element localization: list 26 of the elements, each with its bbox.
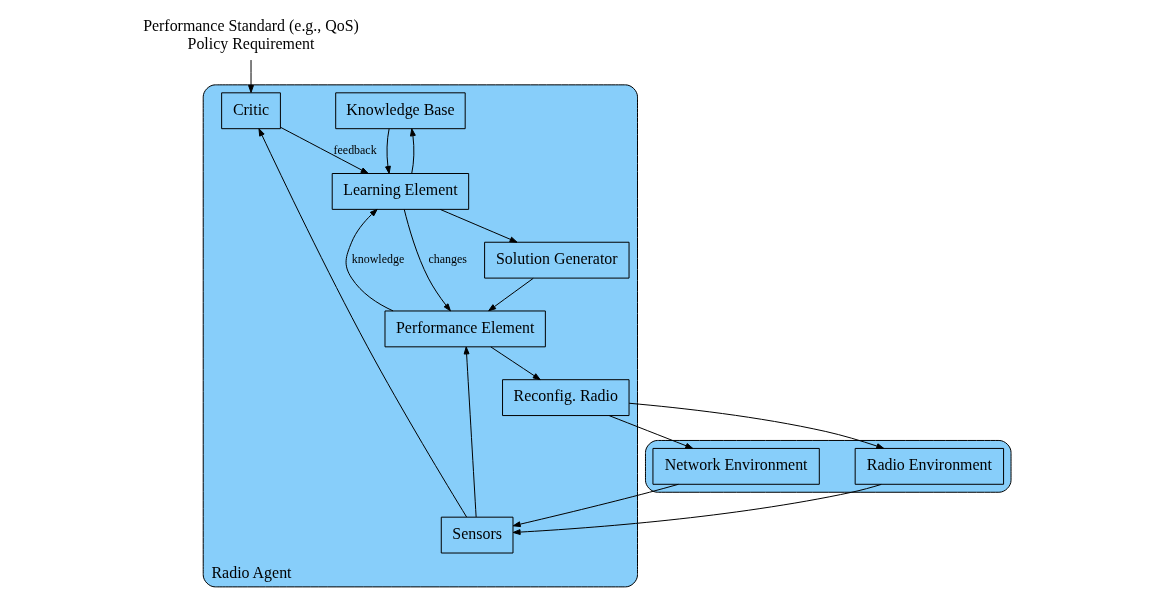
node-box: Knowledge Base: [334, 92, 466, 130]
arrow: [628, 402, 884, 449]
arrow: [487, 277, 534, 312]
node-box: Learning Element: [331, 173, 469, 210]
arrow: [489, 346, 541, 381]
arrow: [403, 209, 451, 312]
node-box: Solution Generator: [483, 241, 630, 279]
node-box: Network Environment: [651, 447, 820, 485]
arrow: [384, 128, 391, 174]
node-box: Critic: [220, 92, 281, 130]
arrow: [608, 415, 693, 449]
node-box: Reconfig. Radio: [501, 379, 630, 417]
cluster: [644, 439, 1012, 493]
edge-label: feedback: [333, 143, 377, 158]
arrow: [439, 208, 518, 243]
node-box: Sensors: [440, 516, 513, 554]
arrow: [247, 59, 254, 93]
arrow: [345, 208, 394, 312]
node-text: Performance Standard (e.g., QoS) Policy Requirement: [142, 16, 359, 52]
arrow: [463, 346, 477, 518]
edge-label: knowledge: [351, 252, 404, 267]
node-box: Performance Element: [384, 310, 546, 348]
arrow: [409, 128, 416, 174]
edge-label: changes: [428, 252, 467, 267]
node-box: Radio Environment: [854, 447, 1004, 485]
arrow: [279, 126, 369, 174]
